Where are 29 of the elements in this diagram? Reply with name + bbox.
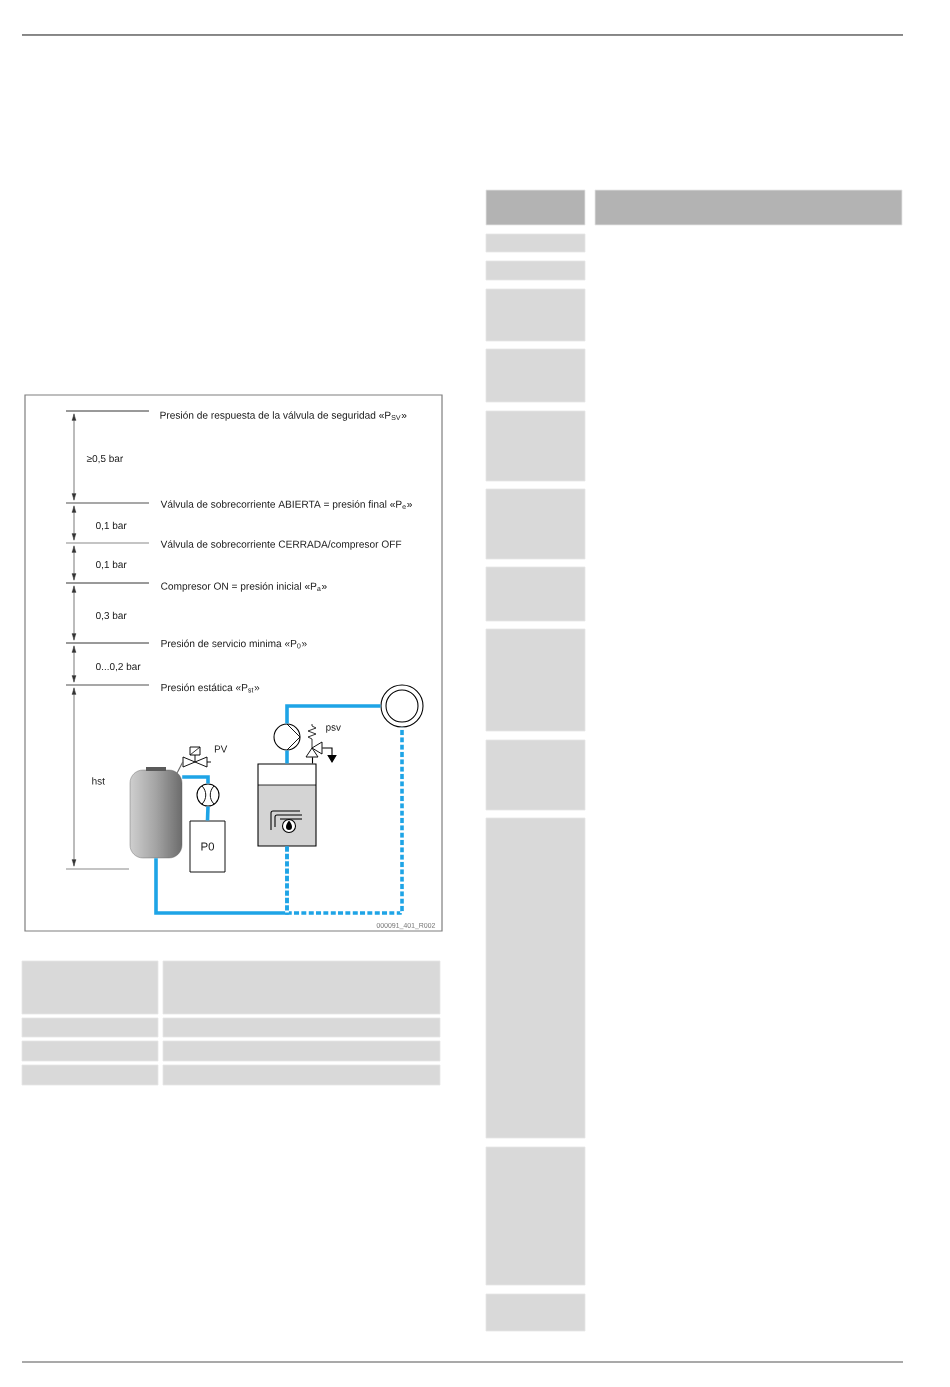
valve-label: PV	[214, 745, 228, 753]
safety-valve	[305, 723, 323, 758]
connector-line	[176, 761, 184, 774]
dimension-label: 0...0,2 bar	[96, 662, 141, 672]
pipe	[182, 775, 210, 784]
valve-label: psv	[326, 725, 341, 733]
level-label: Válvula de sobrecorriente ABIERTA = presión final «P$_{e}$»	[160, 500, 412, 510]
drain-arrow	[321, 747, 337, 763]
dimension-label: ≥0,5 bar	[86, 454, 124, 464]
level-label: Compresor ON = presión inicial «P$_{a}$»	[161, 582, 327, 592]
device-box: P0	[189, 820, 226, 873]
consumer-symbol	[380, 684, 424, 728]
pipe	[285, 704, 381, 724]
expansion-vessel	[129, 767, 183, 859]
level-label: Válvula de sobrecorriente CERRADA/compresor OFF	[160, 540, 402, 550]
dimension-label: 0,3 bar	[96, 611, 127, 621]
pipe	[285, 750, 289, 764]
pipe	[205, 806, 210, 821]
dimension-label: hst	[92, 777, 105, 785]
connector-line	[311, 756, 314, 765]
pipe	[285, 727, 404, 915]
level-label: Presión estática «P$_{st}$»	[161, 683, 260, 693]
level-label: Presión de respuesta de la válvula de seguridad «P$_{SV}$»	[160, 411, 407, 421]
pump-symbol	[273, 723, 301, 751]
solenoid-valve	[182, 746, 212, 768]
compressor-symbol	[196, 783, 220, 807]
dimension-label: 0,1 bar	[96, 560, 127, 570]
level-label: Presión de servicio minima «P$_{0}$»	[161, 639, 307, 649]
dimension-label: 0,1 bar	[96, 521, 127, 531]
